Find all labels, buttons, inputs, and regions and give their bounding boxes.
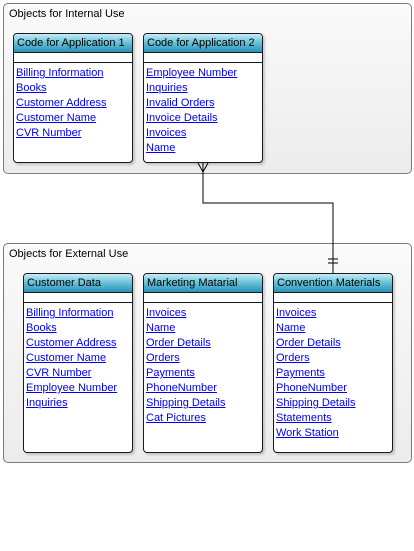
list-item: Name — [146, 141, 262, 156]
list-item: Inquiries — [26, 396, 132, 411]
entity-title: Code for Application 2 — [144, 34, 262, 53]
list-item: Orders — [276, 351, 392, 366]
list-item: Customer Name — [16, 111, 132, 126]
list-item: Employee Number — [26, 381, 132, 396]
list-item: Invalid Orders — [146, 96, 262, 111]
field-link[interactable]: Order Details — [146, 337, 211, 349]
field-link[interactable]: Orders — [146, 352, 180, 364]
list-item: Invoices — [146, 306, 262, 321]
entity-title: Convention Materials — [274, 274, 392, 293]
entity-separator — [274, 293, 392, 303]
field-link[interactable]: Invalid Orders — [146, 97, 215, 109]
list-item: Name — [276, 321, 392, 336]
list-item: Inquiries — [146, 81, 262, 96]
list-item: Books — [26, 321, 132, 336]
list-item: Invoices — [146, 126, 262, 141]
list-item: Statements — [276, 411, 392, 426]
field-link[interactable]: Billing Information — [26, 307, 114, 319]
field-link[interactable]: Invoices — [276, 307, 317, 319]
group-title-external: Objects for External Use — [9, 248, 129, 260]
field-link[interactable]: Invoices — [146, 307, 187, 319]
list-item: PhoneNumber — [146, 381, 262, 396]
field-link[interactable]: Name — [146, 142, 176, 154]
list-item: Employee Number — [146, 66, 262, 81]
list-item: PhoneNumber — [276, 381, 392, 396]
field-link[interactable]: Inquiries — [26, 397, 68, 409]
field-link[interactable]: Payments — [276, 367, 325, 379]
field-link[interactable]: Shipping Details — [276, 397, 356, 409]
field-link[interactable]: Name — [146, 322, 176, 334]
field-link[interactable]: PhoneNumber — [276, 382, 347, 394]
field-link[interactable]: Books — [26, 322, 57, 334]
list-item: Orders — [146, 351, 262, 366]
field-link[interactable]: Customer Name — [26, 352, 107, 364]
field-link[interactable]: Billing Information — [16, 67, 104, 79]
field-link[interactable]: Payments — [146, 367, 195, 379]
list-item: Order Details — [276, 336, 392, 351]
list-item: Customer Address — [26, 336, 132, 351]
field-link[interactable]: Inquiries — [146, 82, 188, 94]
entity-title: Code for Application 1 — [14, 34, 132, 53]
field-link[interactable]: Shipping Details — [146, 397, 226, 409]
entity-title: Customer Data — [24, 274, 132, 293]
field-link[interactable]: CVR Number — [26, 367, 92, 379]
list-item: Shipping Details — [146, 396, 262, 411]
field-link[interactable]: CVR Number — [16, 127, 82, 139]
entity-separator — [144, 53, 262, 63]
field-link[interactable]: Customer Address — [26, 337, 117, 349]
field-link[interactable]: Cat Pictures — [146, 412, 206, 424]
list-item: Invoice Details — [146, 111, 262, 126]
field-link[interactable]: Work Station — [276, 427, 339, 439]
entity-separator — [24, 293, 132, 303]
field-link[interactable]: Customer Address — [16, 97, 107, 109]
field-link[interactable]: Orders — [276, 352, 310, 364]
list-item: Invoices — [276, 306, 392, 321]
list-item: Shipping Details — [276, 396, 392, 411]
entity-code-for-application-1[interactable]: Code for Application 1 Billing Informati… — [13, 33, 133, 163]
list-item: Payments — [276, 366, 392, 381]
list-item: Books — [16, 81, 132, 96]
entity-separator — [144, 293, 262, 303]
field-link[interactable]: PhoneNumber — [146, 382, 217, 394]
field-link[interactable]: Order Details — [276, 337, 341, 349]
list-item: Payments — [146, 366, 262, 381]
field-link[interactable]: Employee Number — [26, 382, 118, 394]
field-link[interactable]: Employee Number — [146, 67, 238, 79]
field-link[interactable]: Invoices — [146, 127, 187, 139]
list-item: CVR Number — [26, 366, 132, 381]
list-item: Billing Information — [26, 306, 132, 321]
list-item: Customer Address — [16, 96, 132, 111]
list-item: Cat Pictures — [146, 411, 262, 426]
list-item: Work Station — [276, 426, 392, 441]
list-item: CVR Number — [16, 126, 132, 141]
field-link[interactable]: Statements — [276, 412, 332, 424]
group-title-internal: Objects for Internal Use — [9, 8, 125, 20]
field-link[interactable]: Invoice Details — [146, 112, 218, 124]
field-link[interactable]: Name — [276, 322, 306, 334]
entity-title: Marketing Matarial — [144, 274, 262, 293]
field-link[interactable]: Customer Name — [16, 112, 97, 124]
list-item: Billing Information — [16, 66, 132, 81]
entity-separator — [14, 53, 132, 63]
list-item: Name — [146, 321, 262, 336]
list-item: Order Details — [146, 336, 262, 351]
field-link[interactable]: Books — [16, 82, 47, 94]
list-item: Customer Name — [26, 351, 132, 366]
